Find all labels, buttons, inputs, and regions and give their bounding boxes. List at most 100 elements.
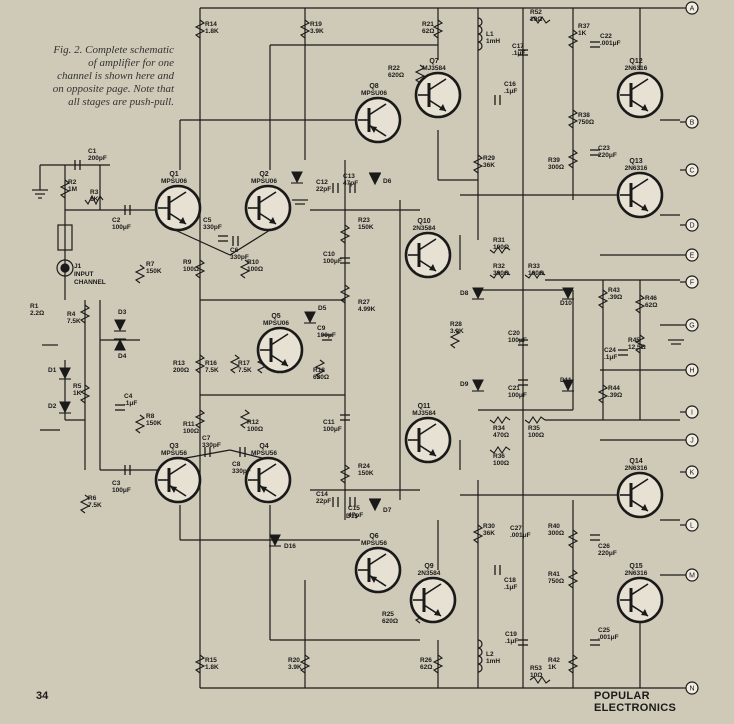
terminal-a: A bbox=[680, 1, 699, 15]
component-ref-r21: R21 bbox=[422, 21, 434, 28]
component-c16: C16.1μF bbox=[504, 81, 517, 95]
component-value-r15: 1.8K bbox=[205, 664, 219, 671]
component-ref-r44: R44 bbox=[608, 385, 620, 392]
transistor-type-q11: MJ3584 bbox=[412, 410, 436, 417]
component-value-c26: 220μF bbox=[598, 550, 617, 557]
component-ref-c25: C25 bbox=[598, 627, 610, 634]
component-ref-r43: R43 bbox=[608, 287, 620, 294]
component-value-r30: 36K bbox=[483, 530, 495, 537]
terminal-c: C bbox=[680, 163, 699, 177]
terminal-j: J bbox=[680, 433, 699, 447]
diode-label-d15: D15 bbox=[346, 513, 358, 520]
component-value-c4: .1μF bbox=[124, 400, 137, 407]
component-ref-c26: C26 bbox=[598, 543, 610, 550]
component-value-r31: 100Ω bbox=[493, 244, 509, 251]
component-value-r39: 300Ω bbox=[548, 164, 564, 171]
terminal-label-h: H bbox=[689, 368, 694, 375]
component-value-r23: 150K bbox=[358, 224, 374, 231]
terminal-label-i: I bbox=[691, 410, 693, 417]
terminal-k: K bbox=[680, 465, 699, 479]
component-ref-c22: C22 bbox=[600, 33, 612, 40]
component-ref-r29: R29 bbox=[483, 155, 495, 162]
terminal-label-f: F bbox=[690, 280, 694, 287]
component-value-r26: 62Ω bbox=[420, 664, 432, 671]
diode-label-d4: D4 bbox=[118, 353, 127, 360]
input-jack bbox=[56, 224, 74, 277]
component-value-l1: 1mH bbox=[486, 38, 500, 45]
component-value-r14: 1.8K bbox=[205, 28, 219, 35]
component-value-c8: 330pF bbox=[232, 468, 251, 475]
component-ref-r46: R46 bbox=[645, 295, 657, 302]
component-ref-r25: R25 bbox=[382, 611, 394, 618]
transistor-label-q3: Q3 bbox=[169, 443, 178, 450]
transistor-label-q2: Q2 bbox=[259, 171, 268, 178]
component-ref-r34: R34 bbox=[493, 425, 505, 432]
component-ref-r11: R11 bbox=[183, 421, 195, 428]
transistor-type-q4: MPSU56 bbox=[251, 450, 277, 457]
transistor-layer: Q1MPSU06Q2MPSU06Q3MPSU56Q4MPSU56Q5MPSU06… bbox=[154, 58, 664, 624]
transistor-type-q14: 2N6316 bbox=[625, 465, 648, 472]
component-value-r10: 100Ω bbox=[247, 266, 263, 273]
component-value-r13: 200Ω bbox=[173, 367, 189, 374]
component-ref-l1: L1 bbox=[486, 31, 494, 38]
magazine-name: POPULAR ELECTRONICS bbox=[594, 690, 677, 714]
component-value-c12: 22pF bbox=[316, 186, 331, 193]
terminal-label-c: C bbox=[689, 168, 694, 175]
component-value-r43: .39Ω bbox=[608, 294, 622, 301]
transistor-label-q9: Q9 bbox=[424, 563, 433, 570]
input-label-channel: CHANNEL bbox=[74, 279, 106, 286]
component-value-r17: 7.5K bbox=[238, 367, 252, 374]
component-c18: C18.1μF bbox=[504, 577, 517, 591]
component-c17: C17.1μF bbox=[512, 43, 525, 57]
terminal-label-m: M bbox=[689, 573, 695, 580]
component-c27: C27.001μF bbox=[510, 525, 531, 539]
terminal-e: E bbox=[680, 248, 699, 262]
component-value-r53: 10Ω bbox=[530, 672, 542, 679]
component-ref-r10: R10 bbox=[247, 259, 259, 266]
component-ref-l2: L2 bbox=[486, 651, 494, 658]
component-ref-c3: C3 bbox=[112, 480, 121, 487]
component-value-r12: 100Ω bbox=[247, 426, 263, 433]
component-value-r6: 7.5K bbox=[88, 502, 102, 509]
component-value-c16: .1μF bbox=[504, 88, 517, 95]
component-value-r28: 3.9K bbox=[450, 328, 464, 335]
component-value-r40: 300Ω bbox=[548, 530, 564, 537]
component-value-r7: 150K bbox=[146, 268, 162, 275]
component-value-c13: 47pF bbox=[343, 180, 358, 187]
component-c24: C24.1μF bbox=[604, 347, 617, 361]
transistor-label-q1: Q1 bbox=[169, 171, 178, 178]
terminal-label-n: N bbox=[689, 686, 694, 693]
component-ref-r2: R2 bbox=[68, 179, 77, 186]
component-value-r44: .39Ω bbox=[608, 392, 622, 399]
component-ref-c14: C14 bbox=[316, 491, 328, 498]
diode-shapes bbox=[59, 171, 574, 547]
transistor-type-q15: 2N6316 bbox=[625, 570, 648, 577]
component-ref-r6: R6 bbox=[88, 495, 97, 502]
component-value-c11: 100μF bbox=[323, 426, 342, 433]
terminal-h: H bbox=[680, 363, 699, 377]
transistor-type-q13: 2N6316 bbox=[625, 165, 648, 172]
component-ref-c16: C16 bbox=[504, 81, 516, 88]
component-ref-c23: C23 bbox=[598, 145, 610, 152]
transistor-type-q8: MPSU06 bbox=[361, 90, 387, 97]
component-ref-r9: R9 bbox=[183, 259, 192, 266]
